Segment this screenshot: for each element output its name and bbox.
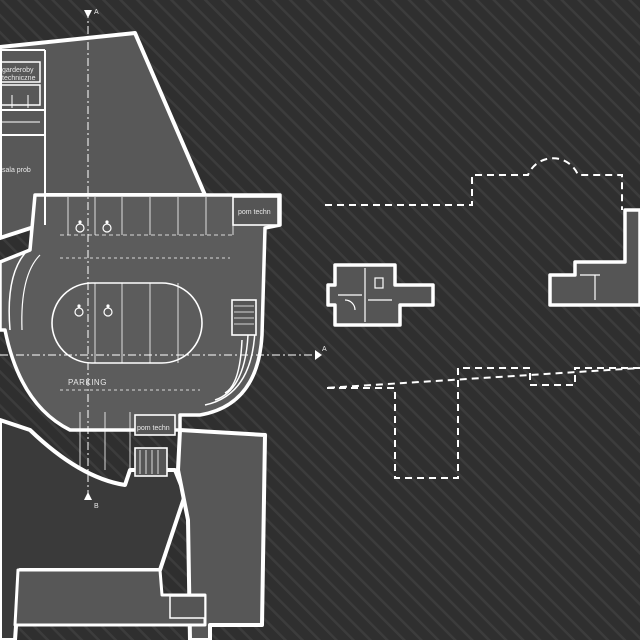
small-house-walls [338,268,392,322]
wheelchair-icon [102,220,112,233]
label-techniczne: techniczne [2,75,36,82]
wheelchair-icon [75,220,85,233]
label-sala-prob: sala prob [2,167,31,174]
upper-wing-walls [0,49,46,225]
section-marker-b-bottom [84,492,92,500]
accessible-parking-icons [74,220,113,317]
label-parking: PARKING [68,378,107,387]
label-pom-techn-bottom: pom techn [137,425,170,432]
section-marker-a-right [315,350,322,360]
stair-treads-right [234,305,254,325]
stair-core-right [231,299,257,336]
tech-room-bottom [134,414,176,436]
section-letter-a-right: A [322,346,327,353]
label-garderoby: garderoby [2,67,34,74]
lower-right-wing [176,428,267,640]
label-pom-techn-top: pom techn [238,209,271,216]
stair-treads-bottom [139,450,159,474]
small-house [326,263,435,327]
tech-room-top [232,196,279,226]
bottom-strip [13,568,207,627]
parking-grid [8,197,256,470]
dashed-footprint [324,157,640,479]
right-building [548,208,640,307]
stair-core-lower-strip [169,595,206,619]
section-letter-a-top: A [94,9,99,16]
main-building: A A B garderoby techniczne sala prob pom… [0,9,327,640]
section-letter-b-bottom: B [94,503,99,510]
wheelchair-icon [74,304,84,317]
wheelchair-icon [103,304,113,317]
section-marker-a-top [84,10,92,18]
section-lines [0,10,315,500]
